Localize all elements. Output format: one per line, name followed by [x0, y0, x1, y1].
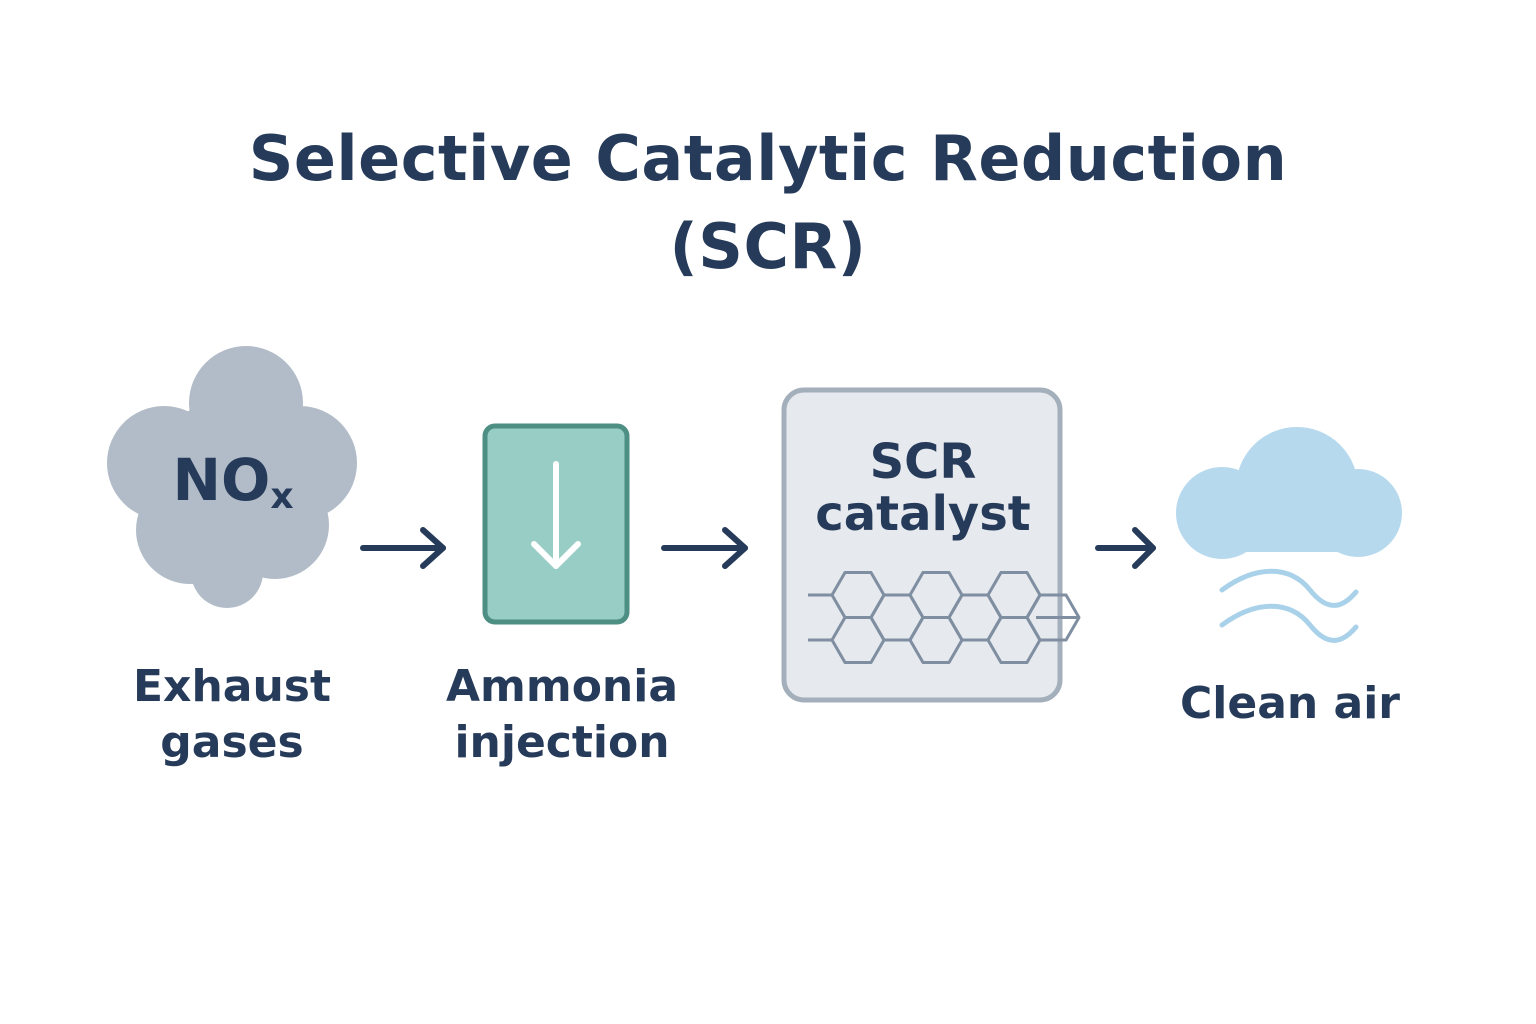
caption-exhaust-gases: Exhaust gases — [82, 659, 382, 771]
wind-lines-icon — [1219, 568, 1359, 643]
flow-arrow-3 — [1095, 527, 1156, 569]
catalyst-label-line1: SCR — [870, 434, 977, 490]
smoke-cloud-icon — [107, 346, 357, 608]
injection-arrow-icon — [531, 461, 581, 569]
clean-cloud-icon — [1176, 427, 1402, 559]
caption-exhaust-line1: Exhaust — [133, 661, 331, 712]
flow-arrow-2 — [661, 527, 748, 569]
caption-exhaust-line2: gases — [160, 717, 304, 768]
caption-clean-line1: Clean air — [1179, 678, 1401, 729]
honeycomb-icon — [808, 571, 1081, 664]
catalyst-label-line2: catalyst — [815, 486, 1030, 542]
nox-main: NO — [172, 446, 270, 514]
nox-subscript: x — [270, 476, 293, 517]
diagram-title: Selective Catalytic Reduction — [248, 122, 1288, 195]
honeycomb-cell — [1025, 593, 1081, 642]
nox-label: NOx — [172, 446, 293, 517]
scr-catalyst-box — [781, 387, 1063, 703]
flow-arrow-1 — [360, 527, 446, 569]
caption-ammonia-line2: injection — [454, 717, 670, 768]
caption-clean-air: Clean air — [1140, 676, 1440, 732]
diagram-title-abbreviation: (SCR) — [669, 210, 867, 283]
caption-ammonia-line1: Ammonia — [445, 661, 679, 712]
caption-ammonia-injection: Ammonia injection — [412, 659, 712, 771]
